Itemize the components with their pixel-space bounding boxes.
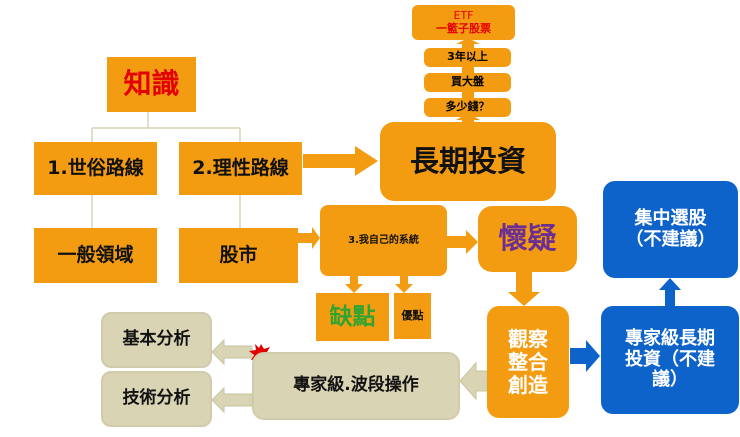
etf-title: ETF [453,8,474,22]
stock-market-label: 股市 [219,243,258,266]
long-term-label: 長期投資 [409,143,526,178]
expert-long-line-2: 投資（不建 [625,348,715,370]
arrow-expert-long-to-concentrate [659,278,681,306]
observe-label: 觀察 [508,326,548,351]
doubt-label: 懷疑 [498,221,557,256]
technical-label: 技術分析 [122,388,191,409]
arrow-swing-to-technical [211,386,253,414]
stock-market-box: 股市 [179,228,298,283]
arrow-observe-to-expert-long [570,340,600,372]
expert-swing-box: 專家級.波段操作 [252,352,460,420]
general-field-label: 一般領域 [57,243,134,266]
route-2-label: 2.理性路線 [192,156,289,179]
expert-swing-label: 專家級.波段操作 [293,375,419,396]
arrow-to-weakness [345,276,363,293]
arrow-to-strength [395,276,413,293]
weakness-box: 缺點 [316,293,389,341]
buy-market-label: 買大盤 [451,75,484,89]
own-system-box: 3.我自己的系統 [320,205,447,276]
how-much-label: 多少錢？ [445,100,490,114]
expert-long-box: 專家級長期 投資（不建 議） [601,306,739,414]
knowledge-label: 知識 [123,67,180,101]
integrate-label: 整合 [508,349,548,374]
route-1-label: 1.世俗路線 [47,156,144,179]
three-years-box: 3年以上 [424,48,511,67]
concentrate-box: 集中選股 （不建議） [603,181,738,278]
arrow-route2-to-longterm [303,146,378,176]
create-label: 創造 [508,372,548,397]
expert-long-line-1: 專家級長期 [625,327,715,349]
arrow-swing-to-fundamental [211,338,253,366]
own-system-label: 3.我自己的系統 [348,234,419,246]
technical-box: 技術分析 [101,371,212,427]
tree-connectors [91,112,241,228]
fundamental-box: 基本分析 [101,312,212,368]
arrow-stock-to-system [298,227,320,249]
concentrate-label: 集中選股 [634,207,707,229]
arrow-observe-to-swing [459,361,488,401]
how-much-box: 多少錢？ [424,98,511,117]
concentrate-note: （不建議） [625,228,716,250]
arrow-stack-4 [456,38,480,49]
etf-box: ETF 一籃子股票 [412,5,515,40]
route-1-box: 1.世俗路線 [34,142,157,195]
strength-label: 優點 [401,308,424,322]
arrow-system-to-doubt [447,230,478,254]
knowledge-box: 知識 [107,57,196,112]
observe-box: 觀察 整合 創造 [487,306,569,418]
three-years-label: 3年以上 [447,50,488,64]
route-2-box: 2.理性路線 [179,142,302,195]
expert-long-line-3: 議） [652,369,688,391]
long-term-box: 長期投資 [380,122,556,201]
doubt-box: 懷疑 [478,206,577,272]
buy-market-box: 買大盤 [424,73,511,92]
fundamental-label: 基本分析 [122,329,191,350]
general-field-box: 一般領域 [34,228,157,283]
etf-subtitle: 一籃子股票 [436,21,491,35]
arrow-doubt-to-observe [508,272,540,306]
strength-box: 優點 [394,293,431,339]
weakness-label: 缺點 [329,303,376,330]
